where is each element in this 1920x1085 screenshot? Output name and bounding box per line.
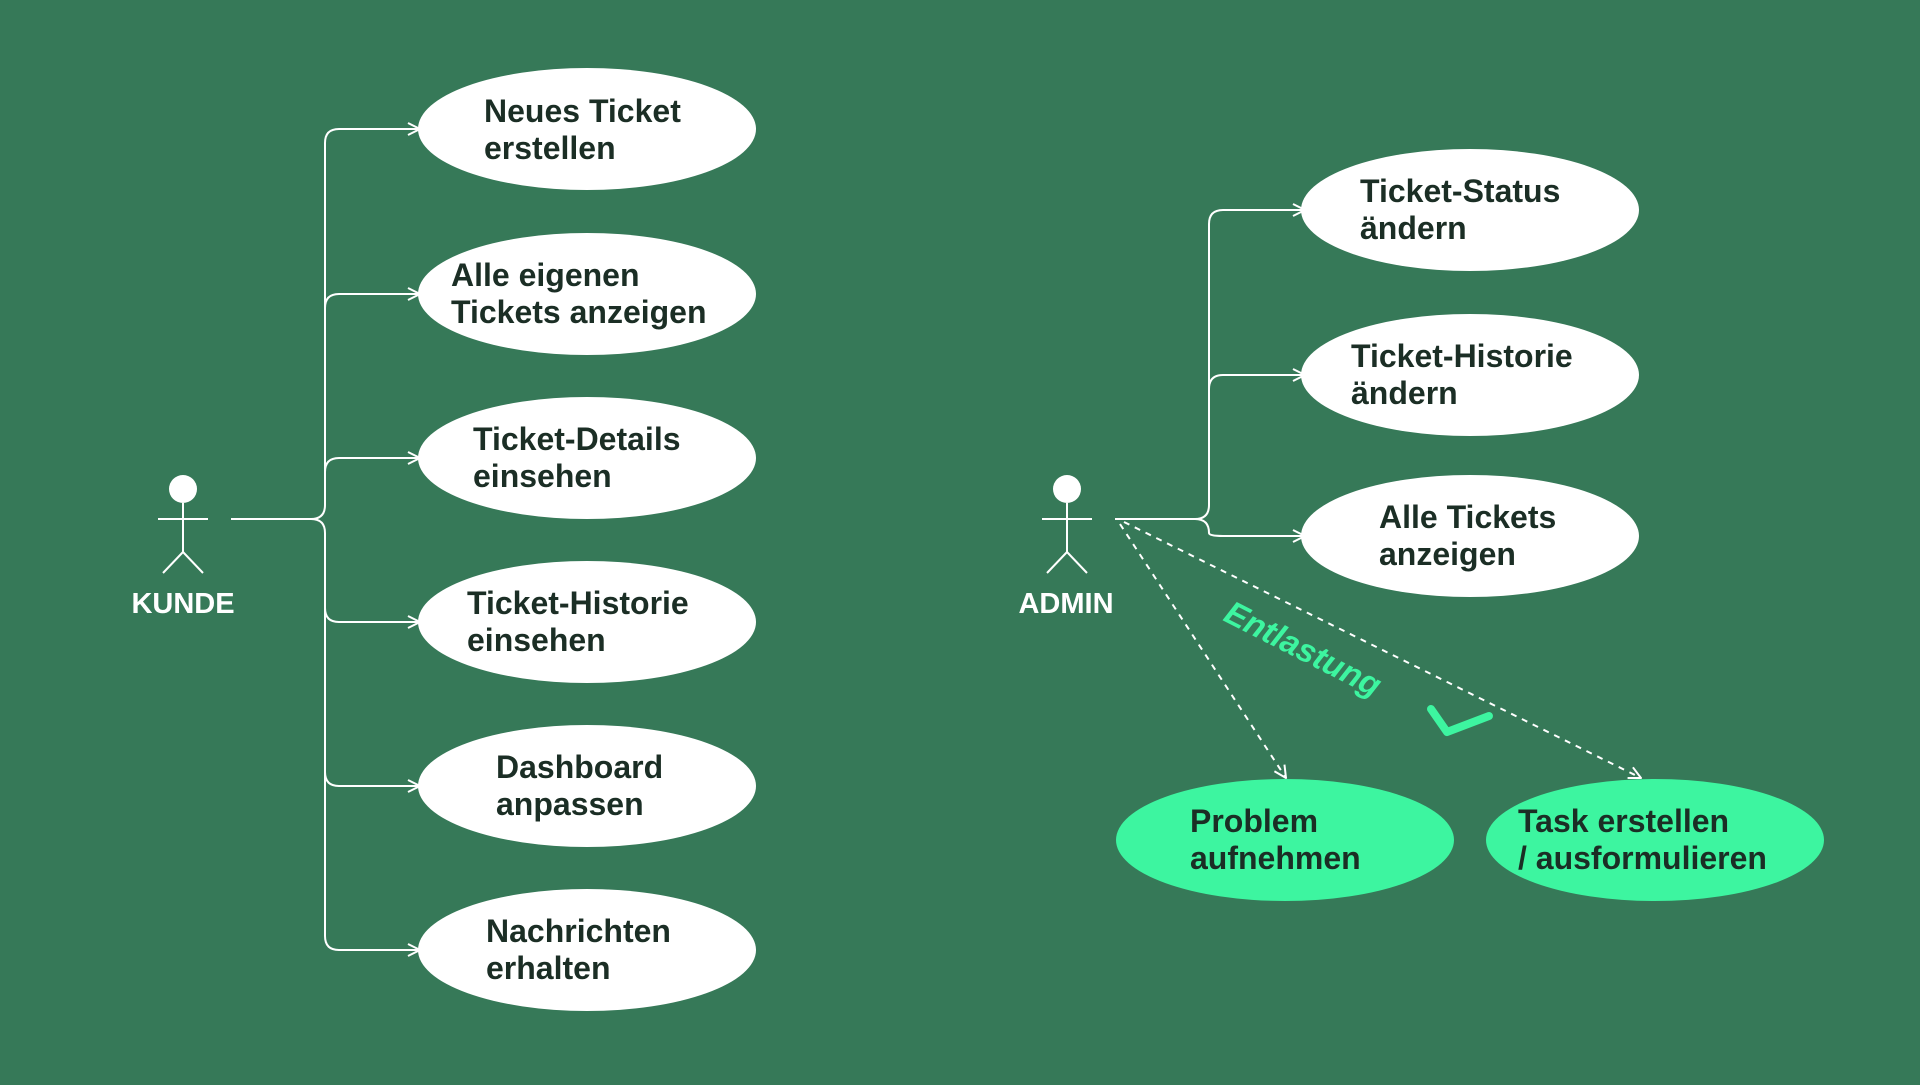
use-case-label: einsehen [467,622,606,658]
use-case-label: Ticket-Historie [1351,338,1573,374]
use-case-label: erhalten [486,950,610,986]
use-case-label: einsehen [473,458,612,494]
kunde-actor: KUNDE [131,475,235,620]
use-case-label: Ticket-Details [473,421,681,457]
kunde-label: KUNDE [131,588,234,620]
use-case-label: Neues Ticket [484,93,681,129]
kunde-trunk-lower [310,518,420,950]
use-case-label: anpassen [496,786,644,822]
admin-label: ADMIN [1018,588,1113,620]
kunde-connector-5 [324,771,420,786]
delegated-use-case-2: Task erstellen / ausformulieren [1486,779,1824,901]
admin-connector-2 [1208,375,1305,390]
use-case-label: Ticket-Historie [467,585,689,621]
use-case-label: Ticket-Status [1360,173,1560,209]
dashed-arrow-problem [1119,523,1286,778]
admin-use-case-1: Ticket-Status ändern [1301,149,1639,271]
entlastung-annotation: Entlastung [1219,593,1493,736]
use-case-label: Tickets anzeigen [451,294,707,330]
use-case-label: Alle eigenen [451,257,640,293]
kunde-connectors [231,129,420,950]
kunde-use-case-3: Ticket-Details einsehen [418,397,756,519]
kunde-connector-3 [324,458,420,473]
admin-stick-figure-icon [1042,475,1092,574]
dashed-arrow-task [1123,521,1641,778]
kunde-use-case-6: Nachrichten erhalten [418,889,756,1011]
use-case-label: / ausformulieren [1518,840,1767,876]
use-case-label: erstellen [484,130,616,166]
use-case-label: Problem [1190,803,1318,839]
kunde-use-case-1: Neues Ticket erstellen [418,68,756,190]
admin-connector-3 [1194,518,1305,536]
kunde-use-case-5: Dashboard anpassen [418,725,756,847]
admin-use-case-2: Ticket-Historie ändern [1301,314,1639,436]
use-case-label: aufnehmen [1190,840,1361,876]
delegation-connectors [1119,521,1641,778]
admin-actor: ADMIN [1018,475,1114,620]
delegated-use-case-1: Problem aufnehmen [1116,779,1454,901]
kunde-use-case-4: Ticket-Historie einsehen [418,561,756,683]
use-case-label: Nachrichten [486,913,671,949]
use-case-label: ändern [1360,210,1467,246]
admin-trunk-line [1115,210,1305,520]
kunde-use-case-2: Alle eigenen Tickets anzeigen [418,233,756,355]
use-case-label: Task erstellen [1518,803,1729,839]
use-case-label: Dashboard [496,749,663,785]
admin-connectors [1115,210,1305,536]
entlastung-label: Entlastung [1219,593,1388,703]
kunde-connector-4 [324,607,420,622]
use-case-label: anzeigen [1379,536,1516,572]
use-case-label: ändern [1351,375,1458,411]
use-case-label: Alle Tickets [1379,499,1556,535]
kunde-connector-2 [324,294,420,309]
kunde-trunk-line [231,129,420,520]
admin-use-case-3: Alle Tickets anzeigen [1301,475,1639,597]
checkmark-icon [1427,705,1493,736]
kunde-stick-figure-icon [158,475,208,574]
